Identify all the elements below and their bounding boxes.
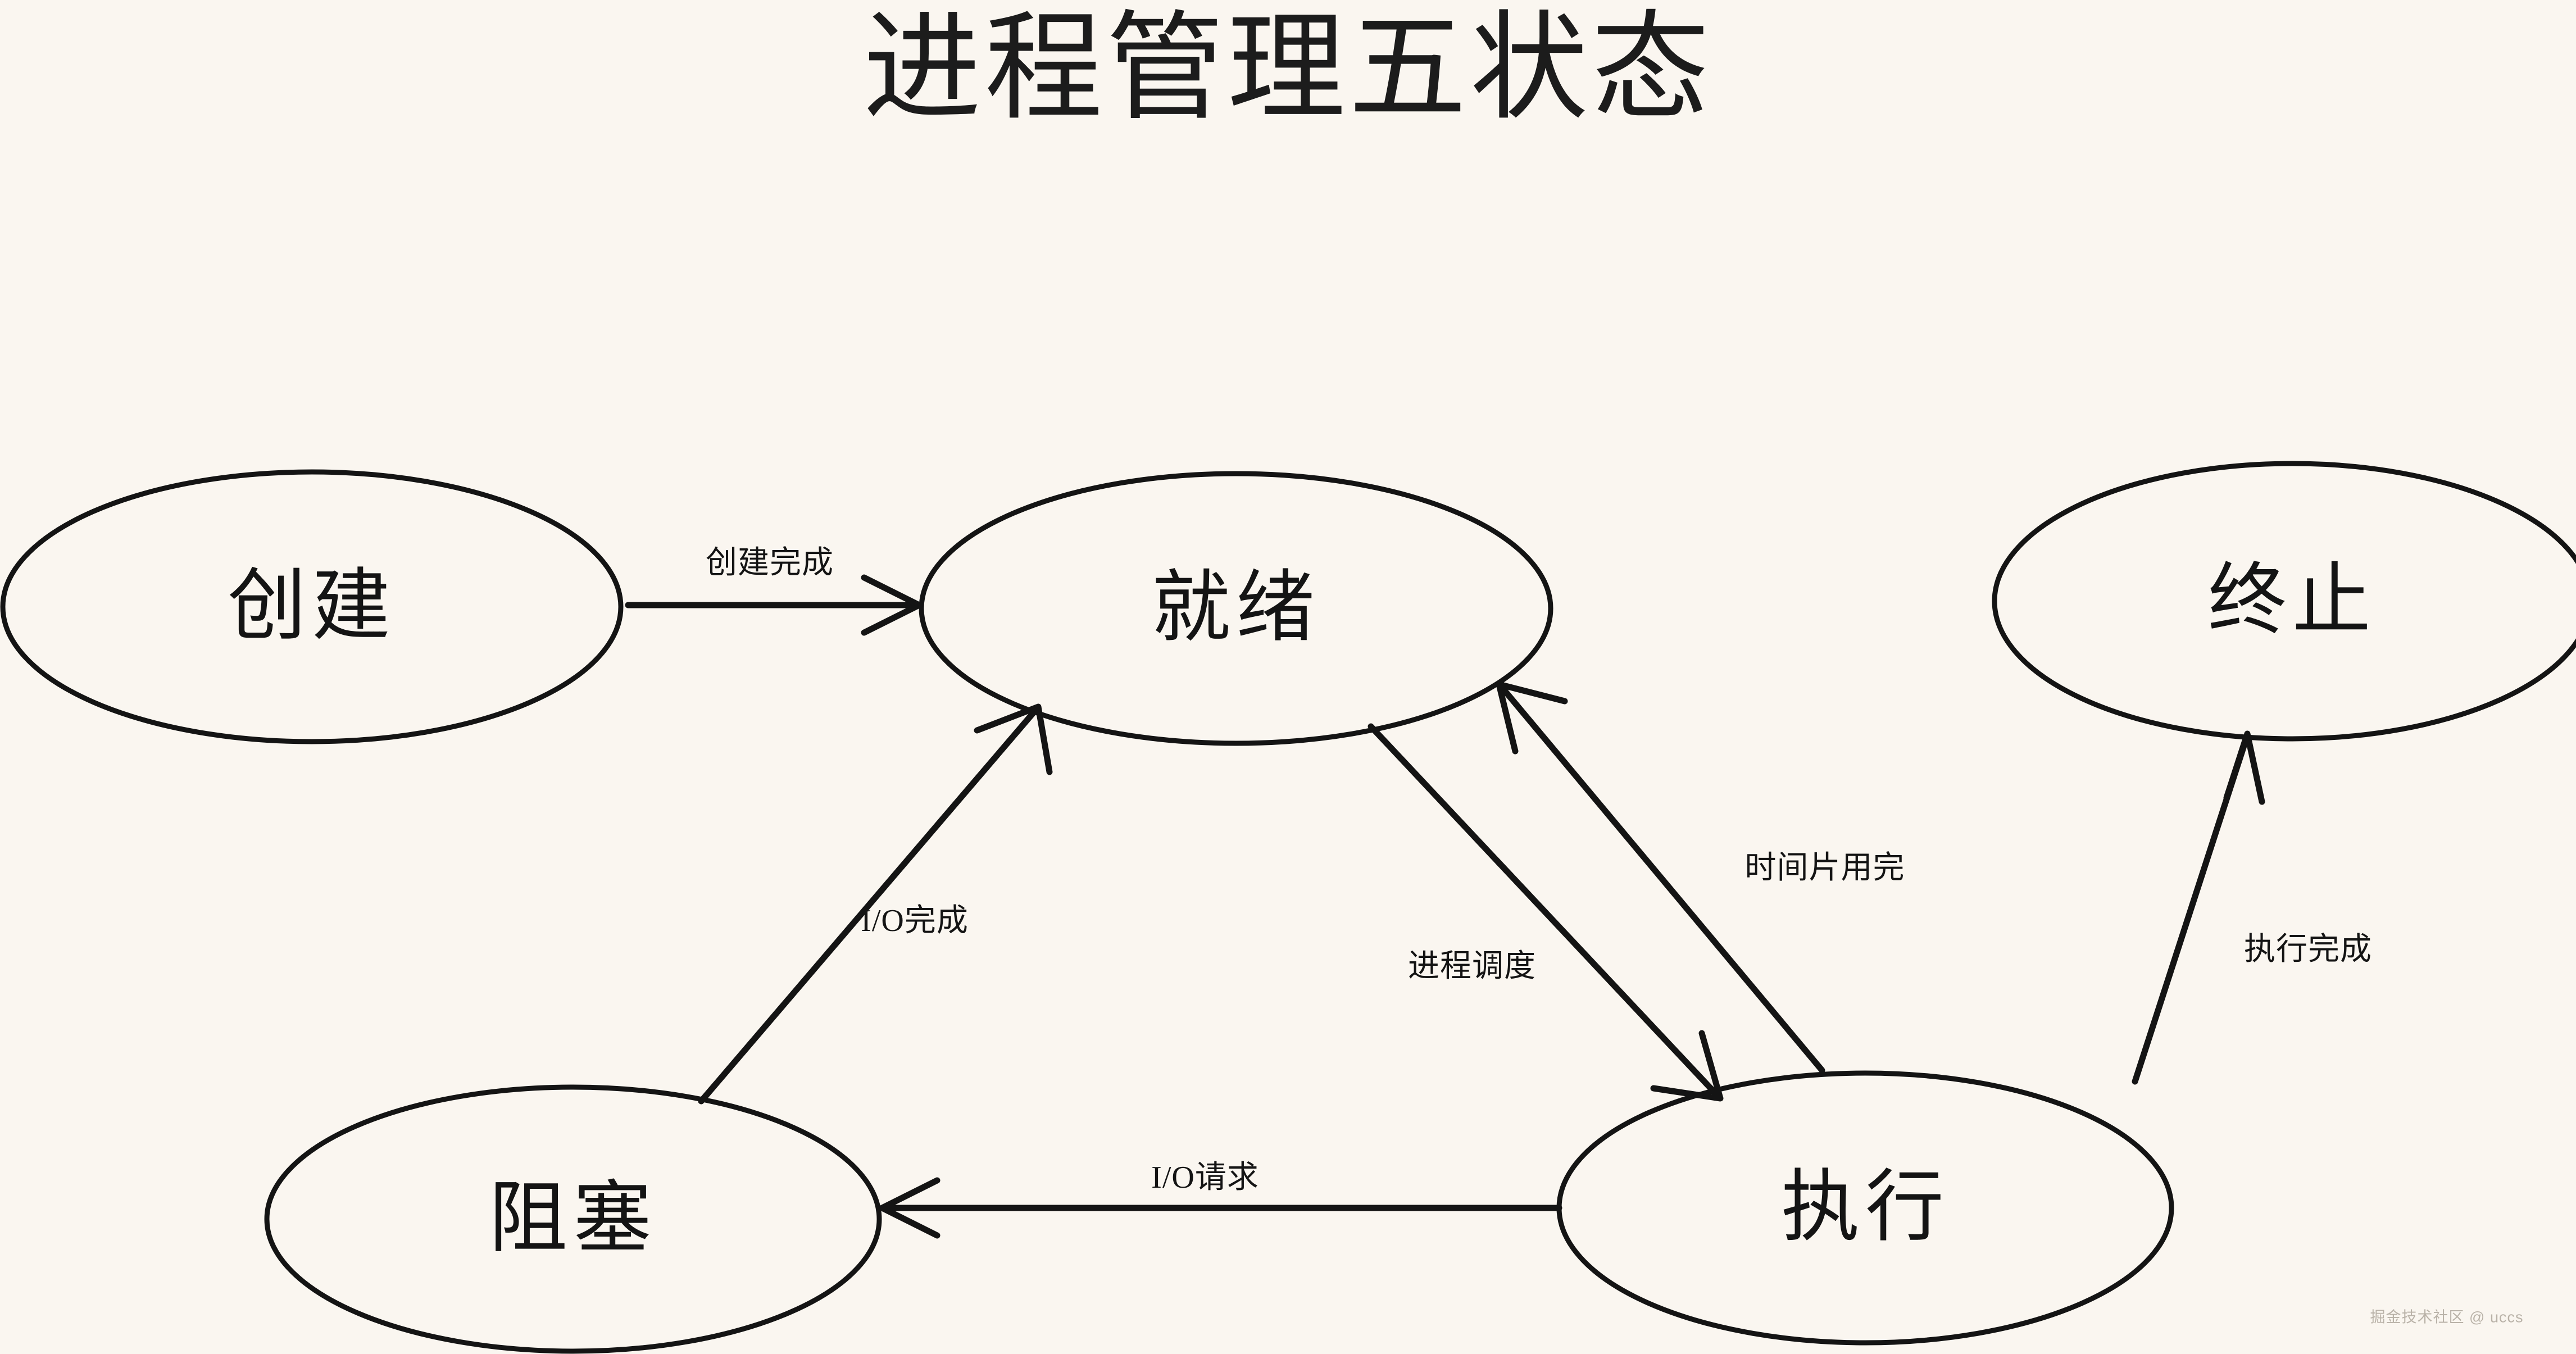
node-label-created[interactable]: 创建 [227,563,397,650]
edge-label-running-to-blocked: I/O请求 [1151,1160,1259,1195]
node-label-terminated[interactable]: 终止 [2207,557,2377,644]
page-title: 进程管理五状态 [863,4,1713,134]
node-label-blocked[interactable]: 阻塞 [488,1175,658,1262]
node-ellipse-ready [919,471,1553,746]
edges [625,574,2265,1239]
edge-label-created-to-ready: 创建完成 [706,546,834,580]
edge-created-to-ready [625,574,923,636]
edge-label-ready-to-running: 进程调度 [1408,949,1536,984]
node-label-ready[interactable]: 就绪 [1151,565,1321,652]
edge-ready-to-running [1367,723,1724,1102]
edge-label-running-to-ready: 时间片用完 [1744,851,1905,885]
edge-running-to-ready [1496,681,1825,1074]
edge-label-running-to-terminated: 执行完成 [2244,932,2372,967]
node-ellipse-created [0,469,624,744]
edge-blocked-to-ready [698,703,1053,1105]
node-ellipse-terminated [1992,461,2576,742]
watermark: 掘金技术社区 @ uccs [2370,1308,2524,1326]
node-ellipse-blocked [264,1084,882,1354]
edge-label-blocked-to-ready: I/O完成 [861,903,969,938]
edge-running-to-blocked [879,1177,1562,1239]
node-label-running[interactable]: 执行 [1780,1164,1950,1251]
edge-running-to-terminated [2132,730,2265,1085]
